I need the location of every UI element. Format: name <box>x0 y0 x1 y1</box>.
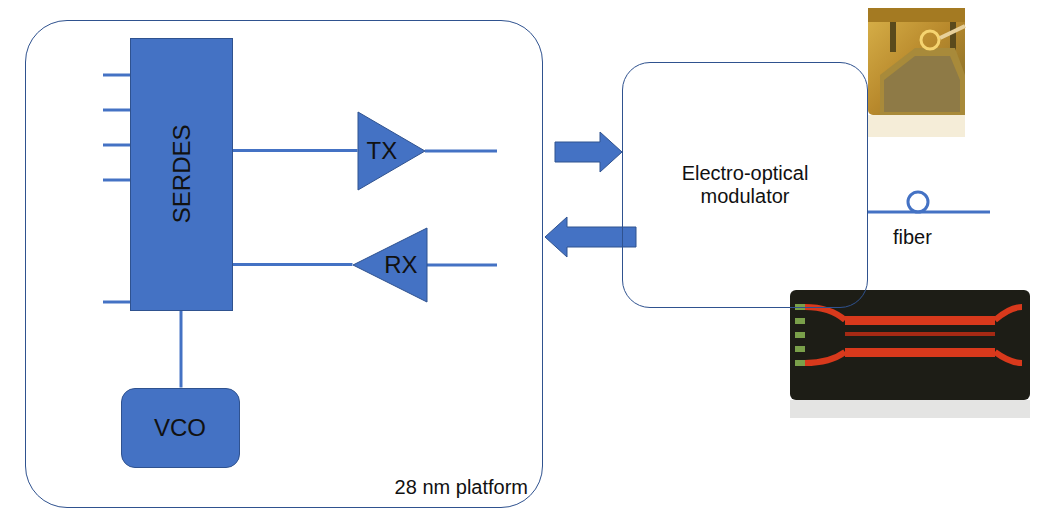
platform-frame: 28 nm platform SERDES TX RX VCO <box>25 20 543 508</box>
fiber-label: fiber <box>893 226 932 248</box>
wire-line <box>180 311 183 388</box>
tx-amplifier: TX <box>358 112 425 190</box>
node-label: SERDES <box>167 125 195 224</box>
signal-wire <box>181 311 182 388</box>
vco-block: VCO <box>121 388 240 468</box>
block-arrow <box>555 132 622 172</box>
signal-wire <box>233 150 358 151</box>
modulator-box: Electro-optical modulator <box>622 62 868 308</box>
fiber-line <box>868 192 990 212</box>
platform-label: 28 nm platform <box>395 476 528 499</box>
wire-line <box>233 263 353 266</box>
rx-amplifier: RX <box>353 228 427 302</box>
node-label: TX <box>367 137 398 165</box>
fiber-label-holder: fiber <box>893 226 932 249</box>
wire-line <box>233 149 358 152</box>
serdes-block: SERDES <box>130 38 233 311</box>
node-label: VCO <box>154 414 206 442</box>
ring-modulator-photo <box>868 8 965 137</box>
signal-wire <box>233 264 353 265</box>
block-arrow-shape <box>555 132 622 172</box>
node-label: RX <box>384 251 417 279</box>
mach-zehnder-photo <box>790 290 1030 418</box>
node-label: Electro-optical modulator <box>660 162 830 208</box>
